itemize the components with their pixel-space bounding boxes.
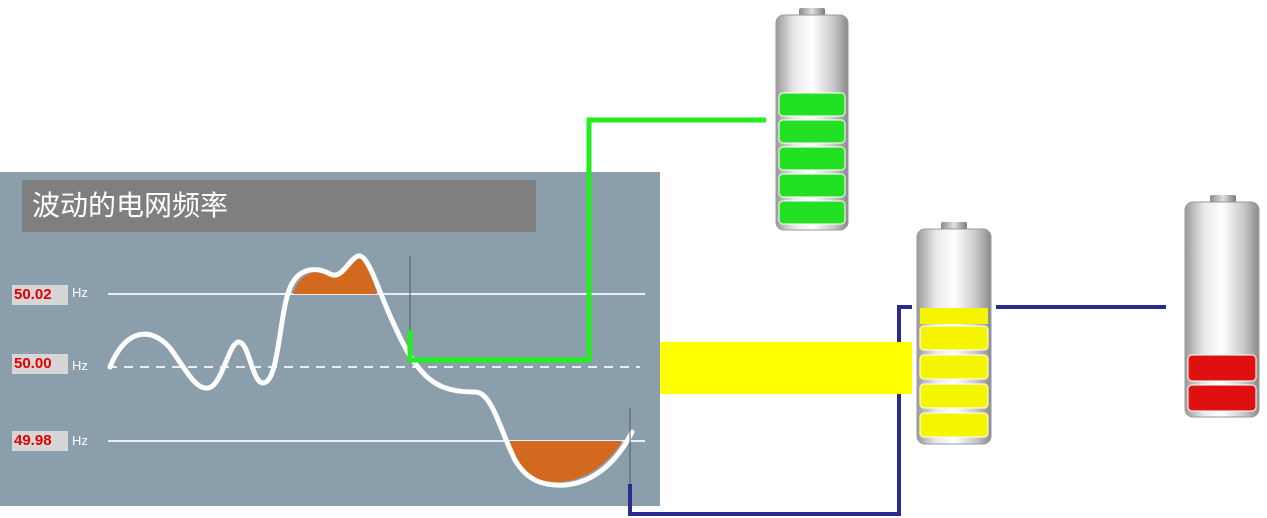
battery-top-cell [778,146,846,171]
frequency-label-nominal: 50.00 [12,354,68,374]
battery-top-cell [778,92,846,117]
over-frequency-area [293,255,377,294]
frequency-curve [107,253,635,488]
grid-frequency-panel: 波动的电网频率 50.02 Hz 50.00 Hz 49.98 Hz [0,172,660,506]
unit-label-high: Hz [72,285,88,300]
blue-connector-lower [628,305,912,516]
green-connector [407,117,766,363]
battery-top-cell [778,119,846,144]
panel-title: 波动的电网频率 [22,180,536,232]
battery-middle-cell [919,383,989,409]
battery-top-cell [778,200,846,225]
frequency-label-high: 50.02 [12,285,68,305]
yellow-power-bar [660,342,912,394]
battery-top-cell [778,173,846,198]
under-frequency-area [505,441,622,483]
battery-middle-cell [919,354,989,380]
battery-right-cell [1187,354,1257,382]
battery-middle-cell [919,412,989,438]
battery-right-cell [1187,384,1257,412]
unit-label-nominal: Hz [72,358,88,373]
battery-right [1184,195,1260,418]
unit-label-low: Hz [72,433,88,448]
battery-middle-cell [919,325,989,351]
battery-middle-charge-top [920,308,988,324]
frequency-label-low: 49.98 [12,431,68,451]
